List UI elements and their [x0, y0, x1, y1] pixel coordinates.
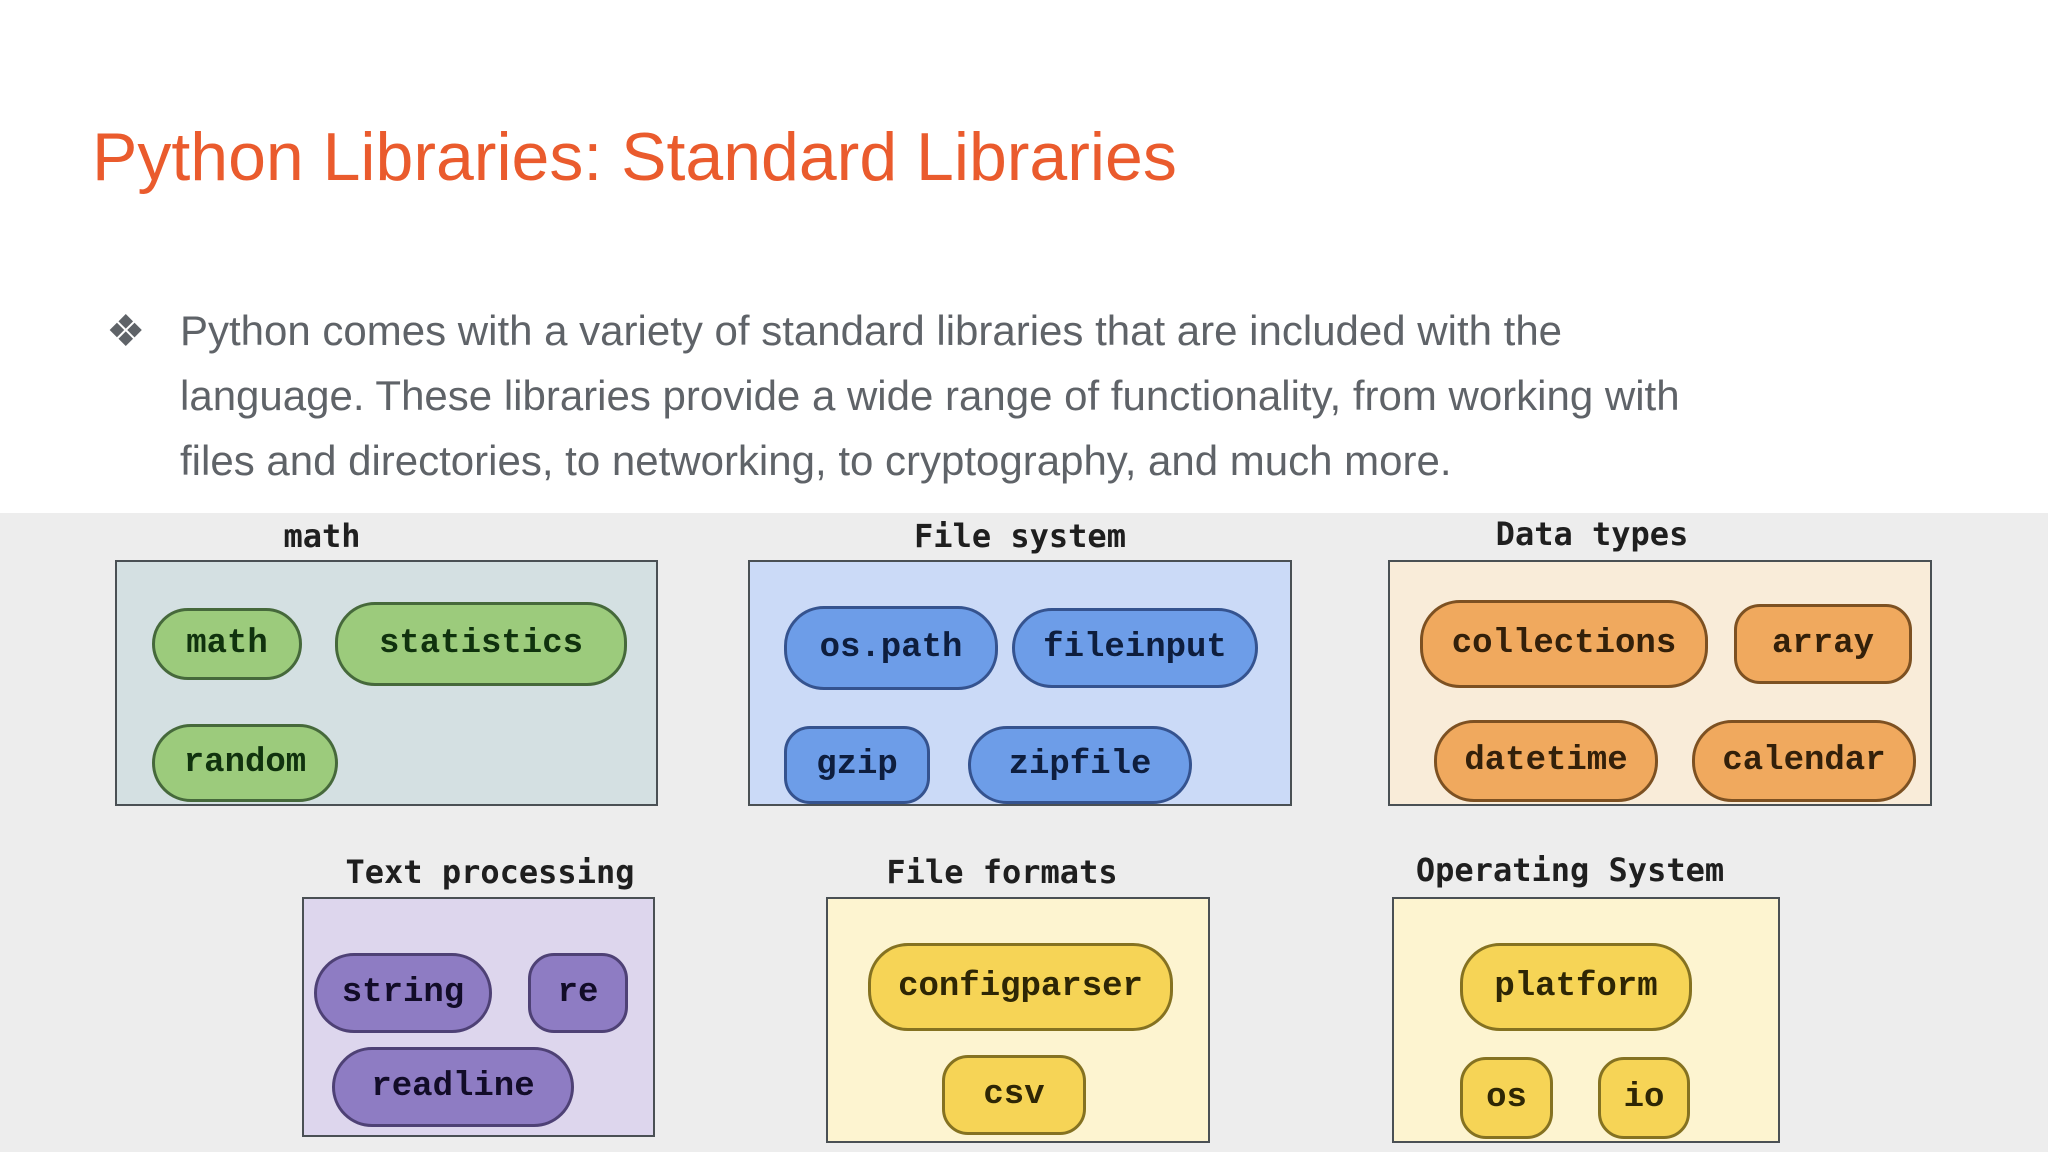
module-pill-csv: csv: [942, 1055, 1086, 1135]
category-label-operating-system: Operating System: [1415, 851, 1725, 889]
module-pill-collections: collections: [1420, 600, 1708, 688]
bullet-line-1: Python comes with a variety of standard …: [180, 307, 1563, 354]
module-pill-math: math: [152, 608, 302, 680]
module-pill-fileinput: fileinput: [1012, 608, 1258, 688]
module-pill-string: string: [314, 953, 492, 1033]
category-box-file-formats: configparser csv: [826, 897, 1210, 1143]
module-pill-gzip: gzip: [784, 726, 930, 804]
category-label-math: math: [283, 517, 361, 555]
category-box-math: math statistics random: [115, 560, 658, 806]
module-pill-zipfile: zipfile: [968, 726, 1192, 804]
bullet-line-3: files and directories, to networking, to…: [180, 437, 1452, 484]
bullet-line-2: language. These libraries provide a wide…: [180, 372, 1680, 419]
category-box-data-types: collections array datetime calendar: [1388, 560, 1932, 806]
category-label-file-formats: File formats: [886, 853, 1118, 891]
category-box-file-system: os.path fileinput gzip zipfile: [748, 560, 1292, 806]
module-pill-array: array: [1734, 604, 1912, 684]
category-label-file-system: File system: [914, 517, 1126, 555]
module-pill-os-path: os.path: [784, 606, 998, 690]
module-pill-random: random: [152, 724, 338, 802]
bullet-diamond-icon: ❖: [106, 307, 146, 356]
module-pill-os: os: [1460, 1057, 1553, 1139]
module-pill-calendar: calendar: [1692, 720, 1916, 802]
module-pill-re: re: [528, 953, 628, 1033]
category-box-operating-system: platform os io: [1392, 897, 1780, 1143]
category-box-text-processing: string re readline: [302, 897, 655, 1137]
module-pill-datetime: datetime: [1434, 720, 1658, 802]
module-pill-configparser: configparser: [868, 943, 1173, 1031]
module-pill-platform: platform: [1460, 943, 1692, 1031]
category-label-data-types: Data types: [1495, 515, 1689, 553]
module-pill-statistics: statistics: [335, 602, 627, 686]
module-pill-readline: readline: [332, 1047, 574, 1127]
slide-title: Python Libraries: Standard Libraries: [92, 119, 1177, 195]
module-pill-io: io: [1598, 1057, 1690, 1139]
category-label-text-processing: Text processing: [345, 853, 635, 891]
diagram-background: math File system Data types Text process…: [0, 513, 2048, 1152]
bullet-paragraph: Python comes with a variety of standard …: [180, 298, 1680, 493]
